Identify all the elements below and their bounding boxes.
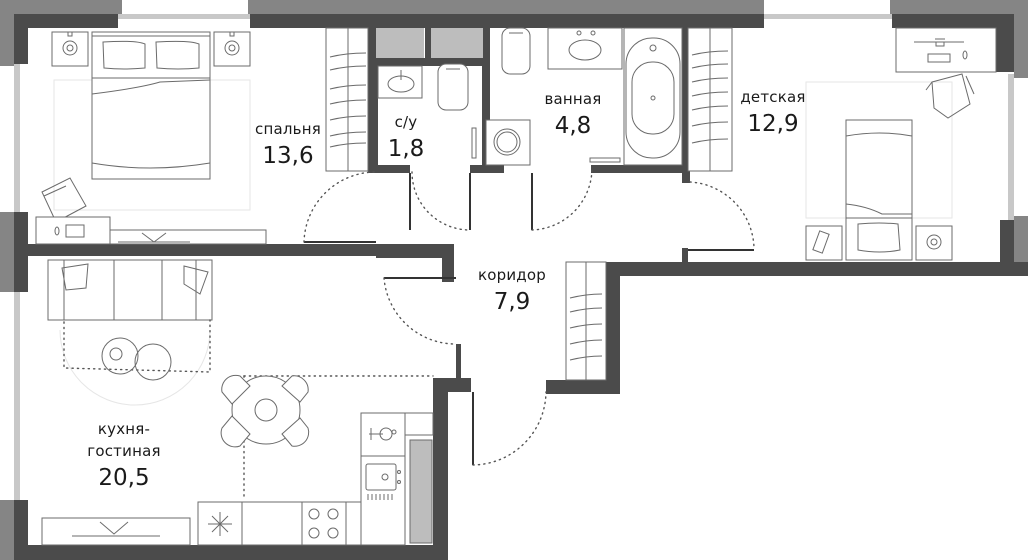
single-bed-icon [845, 119, 913, 261]
nightstand-icon [805, 225, 843, 261]
bedroom-furniture [35, 27, 369, 245]
windows [14, 14, 1014, 500]
wardrobe-icon [325, 27, 369, 172]
coffee-table-icon [101, 337, 172, 381]
office-chair-icon [925, 73, 975, 119]
bathtub-icon [623, 27, 683, 166]
tv-icon [41, 517, 191, 546]
doors [303, 167, 755, 466]
kitchen-sink-icon [360, 455, 406, 546]
nightstand-lamp-icon [915, 225, 953, 261]
desk-icon [895, 27, 997, 73]
wardrobe-icon [687, 27, 733, 172]
armchair-icon [41, 177, 87, 223]
fridge-icon [197, 501, 243, 546]
wc-furniture [376, 27, 683, 166]
desk-icon [35, 216, 111, 245]
toilet-icon [501, 27, 531, 75]
sofa-icon [47, 259, 213, 321]
nightstand-lamp-icon [51, 31, 251, 67]
stove-icon [301, 501, 347, 546]
sink-icon [547, 27, 623, 70]
kitchen-living-furniture [41, 259, 434, 546]
inner-walls [14, 14, 1028, 560]
tv-icon [109, 229, 267, 245]
sink-icon [377, 65, 423, 99]
double-bed-icon [91, 31, 211, 180]
dining-table-icon [220, 374, 310, 448]
corridor-furniture [565, 261, 607, 381]
wardrobe-icon [565, 261, 607, 381]
washing-machine-icon [485, 119, 531, 166]
dishwasher-icon [360, 412, 406, 457]
toilet-icon [437, 63, 469, 111]
kids-room-furniture [687, 27, 997, 261]
